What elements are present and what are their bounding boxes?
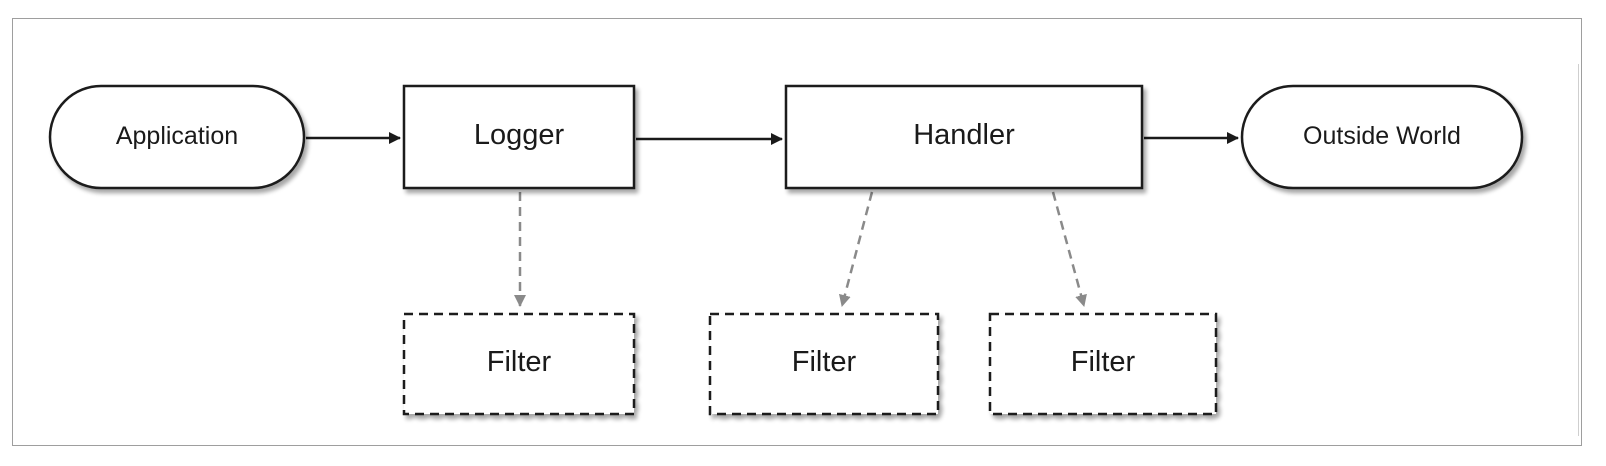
- node-outside-world-label: Outside World: [1303, 122, 1461, 150]
- node-filter-handler-2: [988, 312, 1218, 416]
- node-application-label: Application: [116, 122, 238, 150]
- node-handler-label: Handler: [913, 119, 1015, 151]
- node-handler: [784, 84, 1144, 190]
- node-filter-handler-1-label: Filter: [792, 346, 857, 378]
- node-logger-label: Logger: [474, 119, 565, 151]
- node-filter-handler-2-label: Filter: [1071, 346, 1136, 378]
- dashed-arrow-handler-filter-1: [838, 191, 874, 307]
- node-filter-logger: [402, 312, 636, 416]
- node-filter-handler-1: [708, 312, 940, 416]
- node-logger: [402, 84, 636, 190]
- node-outside-world: [1240, 84, 1524, 190]
- dashed-arrow-handler-filter-2: [1051, 191, 1087, 307]
- frame-edge: [1578, 64, 1579, 436]
- node-filter-logger-label: Filter: [487, 346, 552, 378]
- node-application: [48, 84, 306, 190]
